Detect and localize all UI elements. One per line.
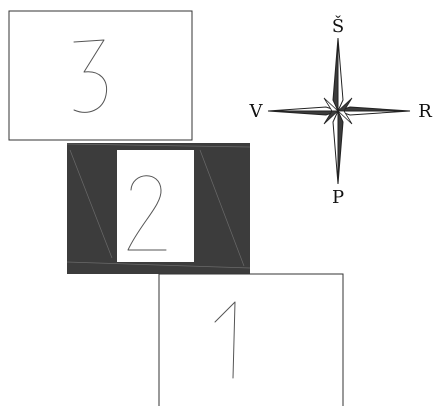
compass-label-south: P [332, 187, 344, 208]
block-3-outline [8, 10, 193, 141]
compass-rose: Š P V R [249, 14, 433, 208]
block-3 [8, 10, 193, 141]
block-1 [158, 273, 344, 406]
compass-arm-south-light [332, 110, 339, 185]
block-1-outline [158, 273, 344, 406]
compass-arm-south-outline [337, 110, 344, 185]
compass-arm-east-light [337, 110, 411, 116]
hatch-line [66, 143, 251, 148]
compass-label-west: V [249, 101, 264, 122]
compass-diag-sw [323, 110, 340, 125]
hatch-line [66, 261, 251, 269]
compass-arm-north-outline [332, 37, 339, 112]
compass-label-north: Š [332, 14, 344, 37]
block-2-numeral [127, 175, 167, 251]
compass-diag-se [336, 110, 353, 125]
compass-arm-west-light [267, 106, 339, 112]
block-1-numeral [214, 301, 236, 379]
hatch-line [69, 149, 113, 259]
block-3-numeral [73, 39, 108, 113]
compass-label-east: R [418, 101, 432, 122]
block-2 [66, 143, 251, 274]
compass-arm-north-light [337, 37, 344, 112]
hatch-line [199, 149, 245, 267]
